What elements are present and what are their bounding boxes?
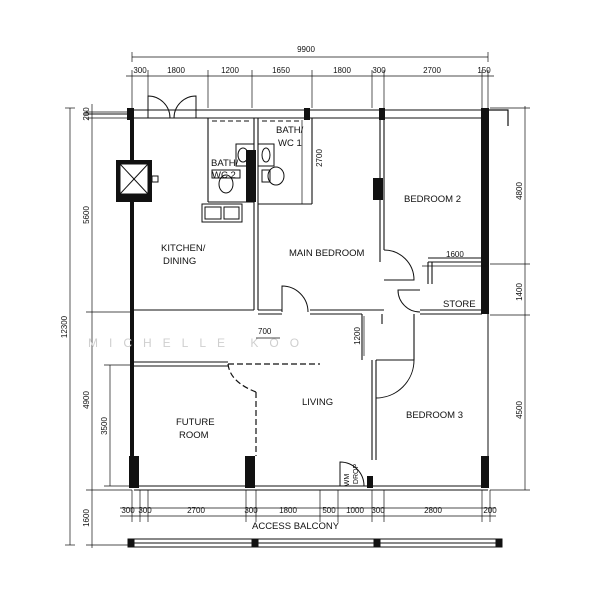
bottom-dim-1: 300: [121, 506, 135, 515]
bath-wc2-label-line1: BATH/: [211, 158, 239, 169]
bottom-dim-2: 300: [138, 506, 152, 515]
left-dim-2: 5600: [82, 206, 91, 224]
bottom-dim-3: 2700: [187, 506, 205, 515]
watermark: MICHELLE KOO: [88, 336, 310, 350]
room-labels: BATH/ WC 1 BATH/ WC 2 KITCHEN/ DINING MA…: [161, 125, 476, 532]
right-dim-1: 4800: [515, 182, 524, 200]
left-dim-4: 1600: [82, 509, 91, 527]
wm-label: WM: [344, 474, 351, 487]
bedroom2-label: BEDROOM 2: [404, 194, 461, 205]
bottom-dim-4: 300: [244, 506, 258, 515]
bottom-dim-6: 500: [322, 506, 336, 515]
bedroom2-width-label: 1600: [446, 250, 464, 259]
right-dimension-lines: [490, 106, 530, 491]
overall-height-label: 12300: [60, 315, 69, 338]
bottom-dimension-lines: [120, 490, 496, 522]
future-room-label-line1: FUTURE: [176, 417, 215, 428]
top-dim-3: 1200: [221, 66, 239, 75]
top-dim-7: 2700: [423, 66, 441, 75]
left-dim-3: 4900: [82, 391, 91, 409]
access-balcony-rail: [127, 538, 503, 548]
store-gap-label: 1200: [353, 327, 362, 345]
top-dimension-labels: 9900 300 1800 1200 1650 1800 300 2700 15…: [133, 45, 491, 75]
future-room-height-label: 3500: [100, 417, 109, 435]
living-label: LIVING: [302, 397, 333, 408]
bottom-dim-8: 300: [371, 506, 385, 515]
bottom-dim-9: 2800: [424, 506, 442, 515]
kitchen-label-line1: KITCHEN/: [161, 243, 206, 254]
bottom-dim-7: 1000: [346, 506, 364, 515]
future-room-label-line2: ROOM: [179, 430, 209, 441]
top-dim-6: 300: [372, 66, 386, 75]
bath-wc1-label-line1: BATH/: [276, 125, 304, 136]
fixtures: [116, 143, 285, 223]
bedroom3-label: BEDROOM 3: [406, 410, 463, 421]
kitchen-label-line2: DINING: [163, 256, 196, 267]
right-dim-3: 4500: [515, 401, 524, 419]
living-opening-label: 700: [258, 327, 272, 336]
left-dimension-labels: 200 5600 4900 1600 12300 3500: [60, 107, 109, 527]
top-dim-8: 150: [477, 66, 491, 75]
walls: [84, 108, 509, 491]
right-dim-2: 1400: [515, 283, 524, 301]
top-dimension-lines: [126, 52, 494, 108]
left-dimension-lines: [65, 104, 132, 548]
main-bedroom-label: MAIN BEDROOM: [289, 248, 365, 259]
wm-drop-labels: WM DROP: [344, 464, 360, 487]
store-label: STORE: [443, 299, 476, 310]
access-balcony-label: ACCESS BALCONY: [252, 521, 340, 532]
bottom-dimension-labels: 300 300 2700 300 1800 500 1000 300 2800 …: [121, 506, 497, 515]
bath-wc1-label-line2: WC 1: [278, 138, 302, 149]
doors: [147, 95, 421, 487]
top-dim-1: 300: [133, 66, 147, 75]
bath-wc2-label-line2: WC 2: [212, 170, 236, 181]
top-dim-2: 1800: [167, 66, 185, 75]
drop-label: DROP: [353, 464, 360, 485]
bottom-dim-10: 200: [483, 506, 497, 515]
inner-dimension-labels: 2700 1600 700 1200: [258, 149, 464, 345]
top-dim-4: 1650: [272, 66, 290, 75]
wc-height-label: 2700: [315, 149, 324, 167]
inner-dimension-lines: [256, 120, 486, 356]
overall-width-label: 9900: [297, 45, 315, 54]
top-dim-5: 1800: [333, 66, 351, 75]
bottom-dim-5: 1800: [279, 506, 297, 515]
right-dimension-labels: 4800 1400 4500: [515, 182, 524, 419]
